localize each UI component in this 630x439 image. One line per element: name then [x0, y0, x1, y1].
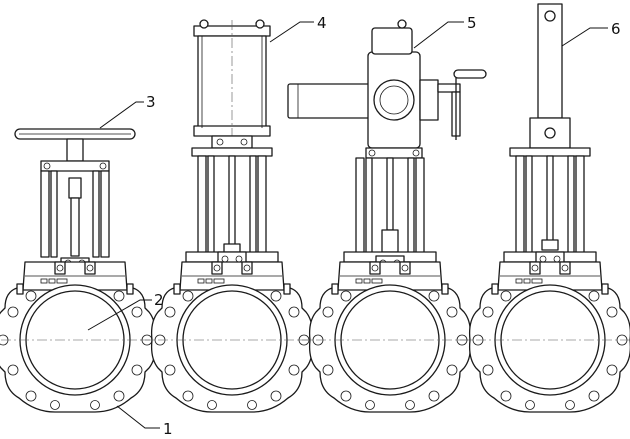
valve-handwheel	[0, 128, 168, 413]
leader-3	[99, 101, 144, 129]
callout-6: 6	[611, 20, 621, 38]
leader-1	[116, 405, 160, 429]
callout-4: 4	[317, 14, 327, 32]
leader-2	[87, 299, 152, 331]
valve-hydraulic	[457, 3, 630, 413]
callouts: 1 2 3 4 5 6	[87, 14, 621, 438]
leader-6	[561, 27, 608, 47]
leader-4	[269, 21, 314, 43]
valve-pneumatic	[139, 19, 325, 413]
valve-electric	[287, 19, 487, 413]
callout-1: 1	[163, 420, 173, 438]
leader-5	[413, 21, 464, 49]
callout-5: 5	[467, 14, 477, 32]
callout-3: 3	[146, 93, 156, 111]
callout-2: 2	[154, 291, 164, 309]
